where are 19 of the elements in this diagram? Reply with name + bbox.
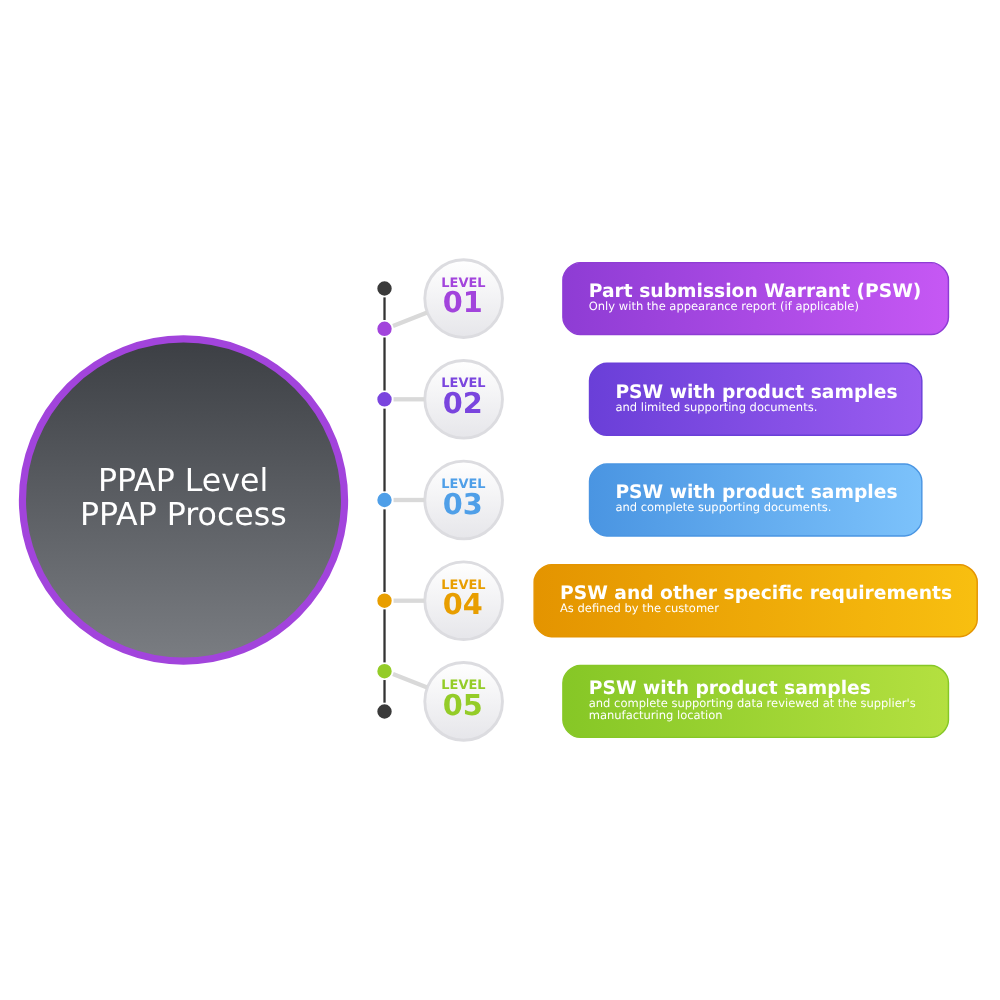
node-circle — [374, 590, 395, 611]
node-circle — [374, 701, 395, 722]
connector — [383, 509, 386, 593]
connector — [393, 397, 425, 402]
connector — [383, 609, 386, 663]
connector — [393, 598, 425, 603]
node-circle — [374, 389, 395, 410]
connector — [392, 671, 428, 690]
node-circle — [374, 278, 395, 299]
connector — [383, 297, 386, 320]
node-circle — [374, 489, 395, 511]
connector — [392, 310, 428, 329]
connector — [393, 497, 425, 503]
node-circle — [374, 318, 395, 339]
connector — [383, 680, 386, 703]
node-circle — [374, 661, 395, 682]
connector — [383, 337, 386, 391]
node-circle: PPAP Level PPAP Process — [18, 335, 349, 665]
connector — [383, 408, 386, 492]
